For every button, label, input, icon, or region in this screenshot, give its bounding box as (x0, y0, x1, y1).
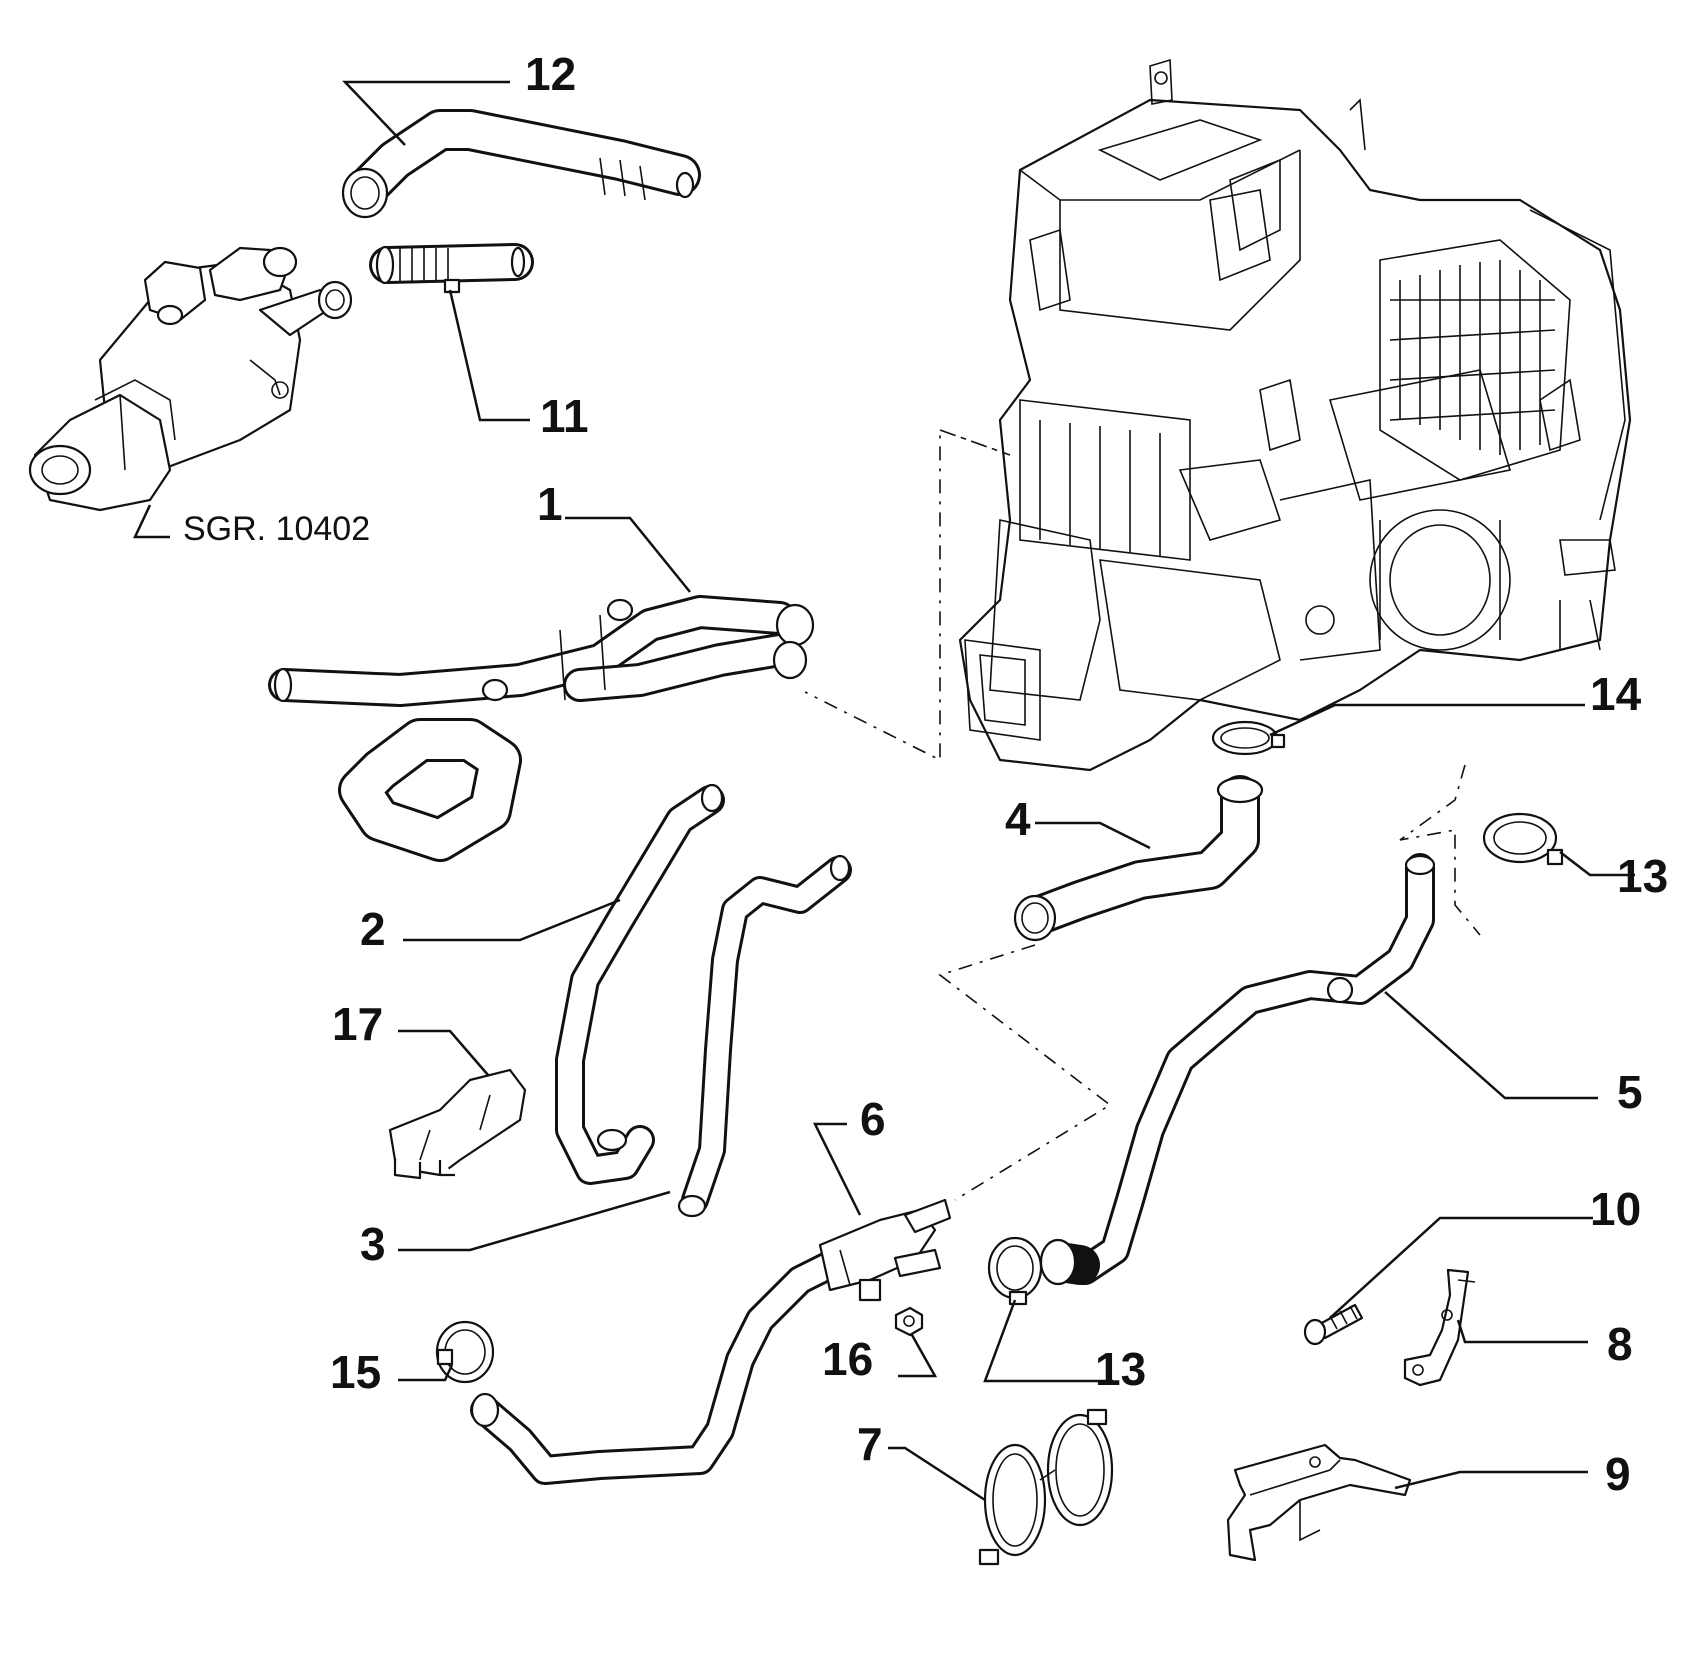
callout-7: 7 (857, 1418, 883, 1470)
thermostat-housing (28, 246, 353, 512)
part-6-valve-hose (470, 1198, 952, 1485)
callout-labels: SGR. 10402 12 11 1 2 17 3 4 14 13 5 10 8… (183, 48, 1668, 1500)
part-15-clamp (435, 1320, 495, 1384)
reference-label: SGR. 10402 (183, 510, 370, 548)
part-4-hose (1013, 775, 1264, 942)
callout-5: 5 (1617, 1066, 1643, 1118)
part-7-clips (978, 1408, 1114, 1566)
callout-1: 1 (537, 478, 563, 530)
part-13-clamp-upper (1482, 812, 1564, 866)
callout-10: 10 (1590, 1183, 1641, 1235)
part-14-clamp (1211, 720, 1286, 756)
callout-11: 11 (540, 390, 589, 442)
part-2-hose (555, 783, 725, 1185)
callout-9: 9 (1605, 1448, 1631, 1500)
part-5-hose (1039, 853, 1436, 1286)
part-12-bypass-pipe (341, 109, 701, 219)
part-8-bracket (1403, 1268, 1476, 1387)
callout-13-middle: 13 (1095, 1343, 1146, 1395)
part-3-hose (677, 854, 852, 1218)
alignment-lines (804, 428, 1481, 1201)
part-16-nut (894, 1306, 924, 1337)
hvac-heater-unit (958, 58, 1632, 772)
part-13-clamp-lower (987, 1236, 1043, 1306)
callout-3: 3 (360, 1218, 386, 1270)
callout-8: 8 (1607, 1318, 1633, 1370)
callout-12: 12 (525, 48, 576, 100)
callout-2: 2 (360, 903, 386, 955)
part-1-hose-assembly (268, 595, 815, 862)
leader-lines (133, 80, 1635, 1502)
callout-15: 15 (330, 1346, 381, 1398)
callout-6: 6 (860, 1093, 886, 1145)
callout-13-right: 13 (1617, 850, 1668, 902)
callout-16: 16 (822, 1333, 873, 1385)
callout-17: 17 (332, 998, 383, 1050)
callout-4: 4 (1005, 793, 1031, 845)
part-11-connector (369, 243, 534, 294)
part-17-clip (388, 1068, 527, 1180)
part-10-screw (1303, 1303, 1364, 1346)
part-9-bracket (1226, 1443, 1412, 1562)
callout-14: 14 (1590, 668, 1642, 720)
